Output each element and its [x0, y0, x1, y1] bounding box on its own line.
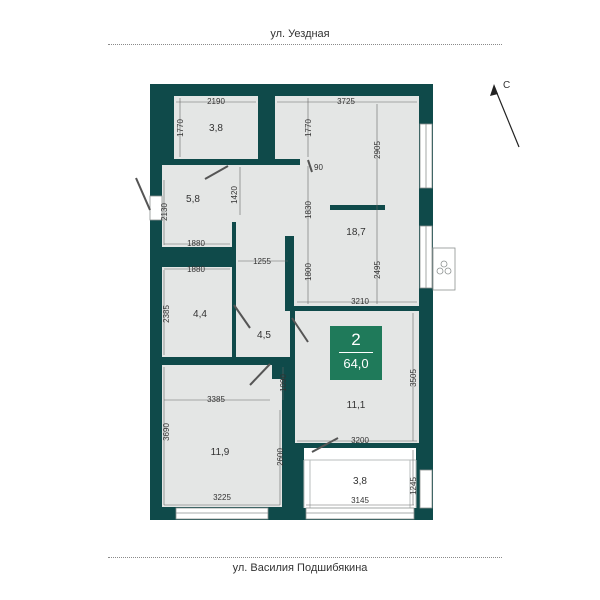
window-balcony-side — [419, 469, 433, 509]
street-bottom-line — [108, 557, 502, 558]
room-bedroom-floor — [162, 365, 272, 507]
dim-3200: 3200 — [351, 436, 369, 445]
north-label: С — [503, 80, 510, 91]
dim-1245: 1245 — [409, 477, 418, 495]
street-top-line — [108, 44, 502, 45]
dim-1830: 1830 — [304, 201, 313, 219]
balcony-railing — [303, 459, 417, 508]
room-corridor-floor — [236, 247, 290, 357]
interior-walls — [162, 96, 420, 507]
room-bath-floor — [162, 267, 232, 357]
room-living-floor — [275, 96, 419, 306]
room-area-wc: 3,8 — [209, 123, 223, 134]
room-area-living: 18,7 — [346, 227, 366, 238]
dim-1090: 1090 — [279, 374, 288, 392]
balcony-floor — [304, 448, 416, 508]
ac-unit-icon — [432, 247, 456, 291]
street-top-label: ул. Уездная — [270, 28, 330, 40]
window-mullions — [176, 124, 427, 514]
window-balcony — [305, 507, 415, 520]
bedroom-niche-floor — [272, 379, 282, 507]
dim-2495: 2495 — [373, 261, 382, 279]
room-wc-floor — [174, 96, 258, 159]
room-area-hall: 5,8 — [186, 194, 200, 205]
dim-1800: 1800 — [304, 263, 313, 281]
interior-doors — [204, 159, 339, 453]
room-area-kitchen: 11,1 — [347, 400, 366, 411]
dim-3145: 3145 — [351, 496, 369, 505]
entrance-door — [135, 177, 151, 211]
room-area-bedroom: 11,9 — [211, 447, 230, 458]
room-area-bath: 4,4 — [193, 309, 207, 320]
dim-90: 90 — [314, 163, 323, 172]
dim-1770-living: 1770 — [304, 119, 313, 137]
dimension-lines — [163, 98, 417, 506]
dim-2190: 2190 — [207, 97, 225, 106]
dim-2600: 2600 — [276, 448, 285, 466]
room-count: 2 — [351, 330, 361, 349]
dim-1255: 1255 — [253, 257, 271, 266]
dim-3505: 3505 — [409, 369, 418, 387]
dim-1880-hall: 1880 — [187, 239, 205, 248]
total-area: 64,0 — [343, 356, 369, 371]
dim-3210: 3210 — [351, 297, 369, 306]
badge-divider — [339, 352, 373, 353]
dim-3385: 3385 — [207, 395, 225, 404]
room-area-corridor: 4,5 — [257, 330, 271, 341]
room-hall-floor — [162, 165, 290, 247]
street-bottom-label: ул. Василия Подшибякина — [232, 562, 368, 574]
dim-1770-wc: 1770 — [176, 119, 185, 137]
dim-2905: 2905 — [373, 141, 382, 159]
dim-3225: 3225 — [213, 493, 231, 502]
room-area-balcony: 3,8 — [353, 476, 367, 487]
dim-2130: 2130 — [160, 203, 169, 221]
dim-1420: 1420 — [230, 186, 239, 204]
window-bedroom — [175, 507, 269, 520]
dim-2385: 2385 — [162, 305, 171, 323]
dim-3725: 3725 — [337, 97, 355, 106]
dim-1880-bath: 1880 — [187, 265, 205, 274]
dim-3690: 3690 — [162, 423, 171, 441]
north-arrow-icon — [490, 84, 520, 148]
apartment-badge: 2 64,0 — [330, 326, 382, 380]
